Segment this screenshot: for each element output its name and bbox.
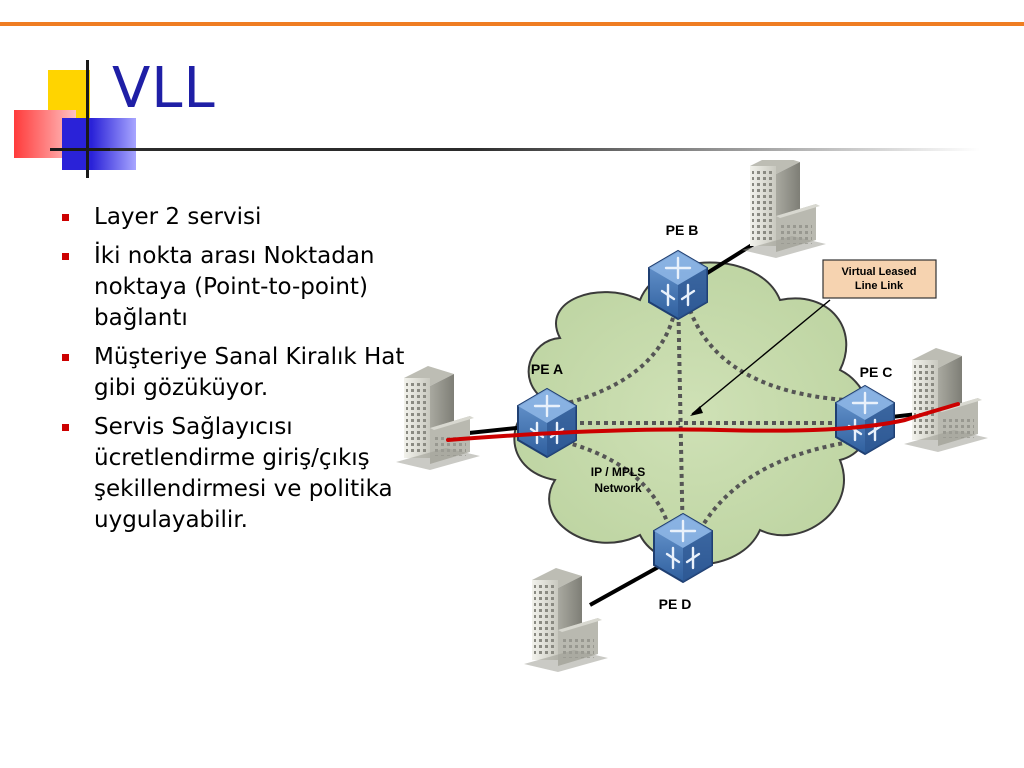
callout-arrowhead	[690, 406, 703, 416]
callout-pointer	[691, 299, 831, 415]
cloud-label-line1: IP / MPLS	[591, 465, 645, 479]
slide-title: VLL	[112, 56, 216, 121]
title-underline	[50, 148, 980, 151]
label-pe-d: PE D	[659, 596, 692, 612]
bullet-item: Servis Sağlayıcısı ücretlendirme giriş/ç…	[62, 412, 434, 536]
customer-site-c-icon	[904, 348, 988, 452]
customer-site-b-icon	[742, 160, 826, 258]
callout-text-line1: Virtual Leased	[842, 266, 917, 278]
label-pe-a: PE A	[531, 361, 563, 377]
customer-site-d-icon	[524, 568, 608, 672]
customer-site-a-icon	[396, 366, 480, 470]
bullet-item: Müşteriye Sanal Kiralık Hat gibi gözüküy…	[62, 342, 434, 404]
title-decoration-blue	[62, 118, 136, 170]
network-diagram: Virtual Leased Line Link PE B PE A PE C …	[396, 160, 988, 672]
mpls-mesh	[548, 289, 863, 548]
bullet-item: Layer 2 servisi	[62, 202, 434, 233]
title-decoration-hline	[50, 148, 110, 151]
cloud-label-line2: Network	[594, 481, 642, 495]
bullet-item: İki nokta arası Noktadan noktaya (Point-…	[62, 241, 434, 334]
callout-box	[822, 259, 937, 299]
callout-text-line2: Line Link	[855, 280, 904, 292]
bullet-list: Layer 2 servisi İki nokta arası Noktadan…	[62, 202, 434, 544]
top-accent-bar	[0, 22, 1024, 26]
title-decoration-vline	[86, 60, 89, 178]
label-pe-c: PE C	[860, 364, 893, 380]
virtual-leased-line	[446, 402, 960, 442]
label-pe-b: PE B	[666, 222, 699, 238]
